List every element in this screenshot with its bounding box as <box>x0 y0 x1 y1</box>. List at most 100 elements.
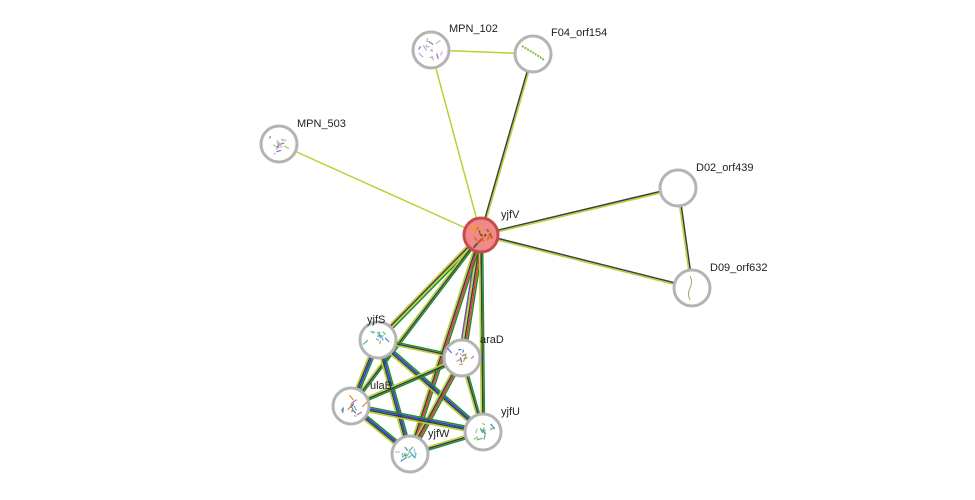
structure-stroke <box>456 358 461 362</box>
structure-stroke <box>362 339 369 345</box>
edge-yjfV-MPN_503[interactable] <box>278 143 482 236</box>
structure-stroke <box>351 399 357 404</box>
structure-stroke <box>477 237 484 244</box>
structure-stroke <box>482 426 486 432</box>
structure-stroke <box>347 405 352 411</box>
structure-stroke <box>414 452 417 458</box>
node-bubble[interactable] <box>658 168 698 208</box>
node-F04_orf154[interactable]: F04_orf154 <box>513 27 607 74</box>
structure-stroke <box>411 453 416 459</box>
structure-stroke <box>458 348 462 351</box>
node-yjfU[interactable]: yjfU <box>463 406 520 452</box>
evidence-line <box>350 358 464 409</box>
evidence-line <box>350 404 484 432</box>
evidence-line <box>378 339 412 455</box>
node-yjfW[interactable]: yjfW <box>390 428 450 474</box>
node-bubble[interactable] <box>442 338 482 378</box>
structure-stroke <box>404 453 407 459</box>
helix-glyph <box>688 275 692 301</box>
structure-stroke <box>431 49 434 52</box>
structure-stroke <box>401 452 404 456</box>
evidence-line <box>481 53 535 236</box>
structure-stroke <box>361 401 368 408</box>
structure-stroke <box>476 435 479 441</box>
structure-stroke <box>470 355 475 359</box>
node-bubble[interactable] <box>390 434 430 474</box>
edge-yjfV-ulaB[interactable] <box>348 233 484 408</box>
node-araD[interactable]: araD <box>442 334 504 378</box>
node-D02_orf439[interactable]: D02_orf439 <box>658 162 754 208</box>
structure-stroke <box>280 142 285 145</box>
structure-stroke <box>475 227 480 231</box>
structure-stroke <box>431 55 434 61</box>
structure-stroke <box>404 446 408 451</box>
structure-stroke <box>471 224 478 229</box>
evidence-line <box>480 235 693 290</box>
protein-structure-icon <box>447 347 475 366</box>
node-label: yjfV <box>501 209 520 221</box>
structure-stroke <box>351 407 354 413</box>
node-label: ulaB <box>370 380 392 392</box>
node-label: yjfW <box>428 428 450 440</box>
structure-stroke <box>283 145 290 149</box>
structure-stroke <box>473 437 477 440</box>
structure-stroke <box>455 352 459 356</box>
structure-stroke <box>278 142 283 148</box>
node-bubble[interactable] <box>672 268 712 308</box>
structure-stroke <box>435 40 441 45</box>
structure-stroke <box>340 407 344 411</box>
edge-yjfV-D09_orf632[interactable] <box>480 233 693 290</box>
edge-yjfV-F04_orf154[interactable] <box>479 53 535 236</box>
node-label: MPN_102 <box>449 23 498 35</box>
structure-stroke <box>276 150 282 153</box>
structure-stroke <box>489 232 493 239</box>
node-MPN_503[interactable]: MPN_503 <box>259 118 346 164</box>
structure-stroke <box>269 136 271 139</box>
protein-structure-icon <box>269 136 290 155</box>
edge-yjfV-yjfU[interactable] <box>478 234 486 433</box>
structure-stroke <box>418 45 421 50</box>
structure-stroke <box>480 427 484 434</box>
structure-stroke <box>354 414 357 417</box>
structure-stroke <box>400 457 406 462</box>
node-yjfV[interactable]: yjfV <box>462 209 520 254</box>
structure-stroke <box>436 53 439 60</box>
node-label: yjfU <box>501 406 520 418</box>
structure-stroke <box>440 51 444 56</box>
node-ulaB[interactable]: ulaB <box>331 380 392 426</box>
edge-yjfS-yjfU[interactable] <box>375 337 486 435</box>
evidence-line <box>350 406 484 434</box>
evidence-line <box>348 233 481 406</box>
structure-stroke <box>482 422 486 426</box>
node-bubble[interactable] <box>513 34 553 74</box>
structure-stroke <box>477 437 483 441</box>
structure-stroke <box>478 230 483 237</box>
evidence-line <box>480 186 679 235</box>
edge-ulaB-yjfU[interactable] <box>349 402 485 436</box>
structure-stroke <box>273 144 278 148</box>
evidence-line <box>479 53 533 236</box>
structure-stroke <box>472 242 478 249</box>
evidence-line <box>430 49 482 236</box>
edge-yjfS-yjfW[interactable] <box>374 338 414 456</box>
edge-araD-ulaB[interactable] <box>349 355 464 409</box>
node-D09_orf632[interactable]: D09_orf632 <box>672 262 768 308</box>
evidence-line <box>378 337 486 431</box>
node-label: MPN_503 <box>297 118 346 130</box>
evidence-line <box>379 338 414 455</box>
evidence-line <box>349 407 484 436</box>
evidence-line <box>375 341 483 435</box>
structure-stroke <box>406 450 411 457</box>
node-MPN_102[interactable]: MPN_102 <box>411 23 498 70</box>
evidence-line <box>376 339 484 434</box>
evidence-line <box>375 232 481 340</box>
structure-stroke <box>276 143 280 149</box>
structure-stroke <box>353 405 357 411</box>
edge-yjfV-MPN_102[interactable] <box>430 49 482 236</box>
node-label: F04_orf154 <box>551 27 607 39</box>
evidence-line <box>480 233 693 288</box>
protein-structure-icon <box>521 45 545 61</box>
edge-yjfV-D02_orf439[interactable] <box>480 186 679 237</box>
node-yjfS[interactable]: yjfS <box>358 314 398 360</box>
structure-stroke <box>422 45 427 51</box>
